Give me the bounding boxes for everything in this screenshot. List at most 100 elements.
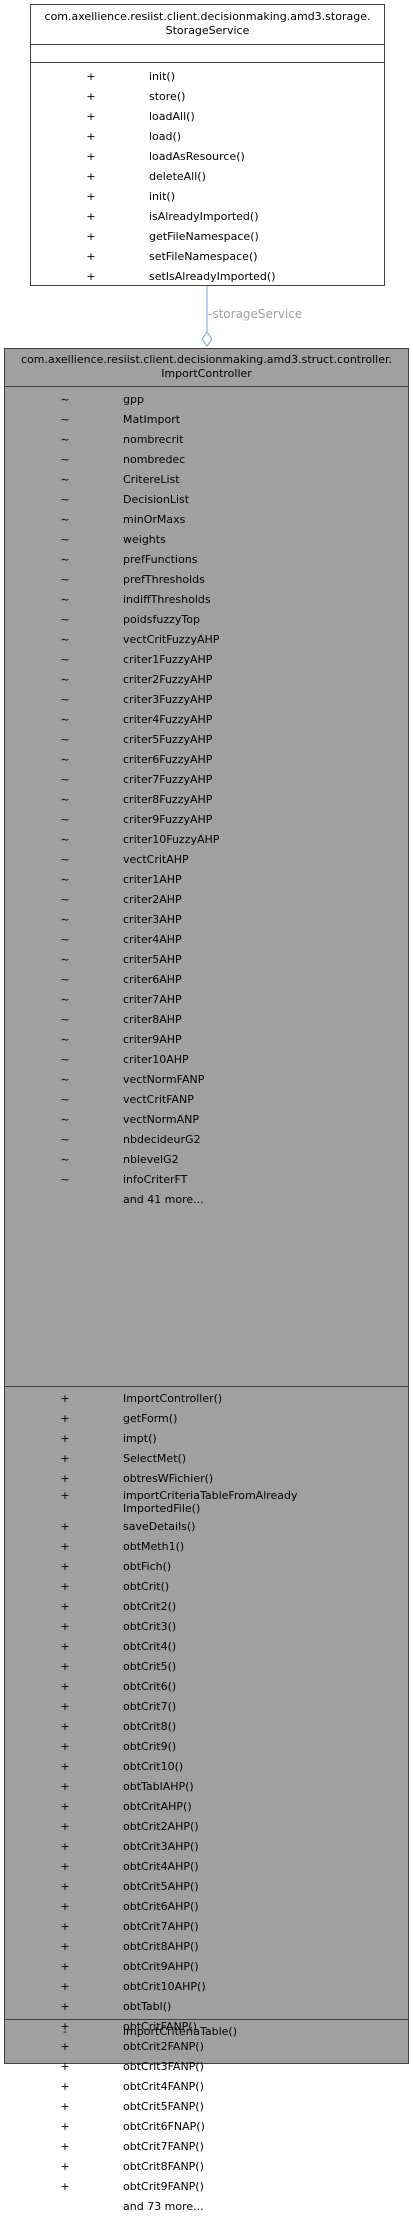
class-method[interactable]: +SelectMet() [5, 1449, 408, 1469]
class-attribute[interactable]: ~criter8AHP [5, 1010, 408, 1030]
class-method[interactable]: +obtTablAHP() [5, 1777, 408, 1797]
class-attribute[interactable]: ~criter7AHP [5, 990, 408, 1010]
class-method[interactable]: +obtCrit2AHP() [5, 1817, 408, 1837]
class-attribute[interactable]: ~criter5FuzzyAHP [5, 730, 408, 750]
class-attribute[interactable]: ~criter7FuzzyAHP [5, 770, 408, 790]
class-attribute[interactable]: ~prefFunctions [5, 550, 408, 570]
class-attribute[interactable]: ~criter3FuzzyAHP [5, 690, 408, 710]
class-attribute[interactable]: ~prefThresholds [5, 570, 408, 590]
import-controller-class[interactable]: com.axellience.resiist.client.decisionma… [4, 348, 409, 2213]
class-method[interactable]: +obtCrit10() [5, 1757, 408, 1777]
class-method[interactable]: +obtCrit10AHP() [5, 1977, 408, 1997]
class-method[interactable]: +obtCrit2() [5, 1597, 408, 1617]
storage-service-class[interactable]: com.axellience.resiist.client.decisionma… [30, 4, 385, 286]
class-method[interactable]: +loadAll() [31, 107, 384, 127]
class-attribute[interactable]: ~vectNormFANP [5, 1070, 408, 1090]
class-attribute[interactable]: ~infoCriterFT [5, 1170, 408, 1190]
class-method[interactable]: +obtCrit6() [5, 1677, 408, 1697]
class-method[interactable]: +obtCrit7AHP() [5, 1917, 408, 1937]
class-method[interactable]: +setIsAlreadyImported() [31, 267, 384, 287]
class-method[interactable]: +obtCrit3AHP() [5, 1837, 408, 1857]
class-attribute[interactable]: ~vectCritFuzzyAHP [5, 630, 408, 650]
class-method[interactable]: +obtCrit8() [5, 1717, 408, 1737]
class-attribute[interactable]: ~MatImport [5, 410, 408, 430]
class-attribute[interactable]: ~criter9AHP [5, 1030, 408, 1050]
class-method[interactable]: +obtresWFichier() [5, 1469, 408, 1489]
visibility-marker: - [63, 2025, 67, 2038]
class-attribute[interactable]: ~vectCritAHP [5, 850, 408, 870]
class-method[interactable]: +obtCrit5FANP() [5, 2097, 408, 2117]
class-attribute[interactable]: ~nombrecrit [5, 430, 408, 450]
class-attribute[interactable]: and 41 more... [5, 1190, 408, 1210]
class-attribute[interactable]: ~indiffThresholds [5, 590, 408, 610]
class-attribute[interactable]: ~criter10FuzzyAHP [5, 830, 408, 850]
visibility-marker: + [60, 1880, 70, 1893]
class-attribute[interactable]: ~criter6AHP [5, 970, 408, 990]
class-method[interactable]: -importCriteriaTable() [5, 2022, 408, 2042]
class-method[interactable]: +load() [31, 127, 384, 147]
class-attribute[interactable]: ~gpp [5, 390, 408, 410]
class-method[interactable]: +impt() [5, 1429, 408, 1449]
class-attribute[interactable]: ~nombredec [5, 450, 408, 470]
class-attribute[interactable]: ~CritereList [5, 470, 408, 490]
class-method[interactable]: +isAlreadyImported() [31, 207, 384, 227]
class-attribute[interactable]: ~criter4AHP [5, 930, 408, 950]
class-method[interactable]: +obtCrit6FNAP() [5, 2117, 408, 2137]
class-attribute[interactable]: ~criter1FuzzyAHP [5, 650, 408, 670]
class-attribute[interactable]: ~vectCritFANP [5, 1090, 408, 1110]
class-method[interactable]: +obtMeth1() [5, 1537, 408, 1557]
class-method[interactable]: +getFileNamespace() [31, 227, 384, 247]
class-attribute[interactable]: ~nblevelG2 [5, 1150, 408, 1170]
class-method[interactable]: +obtCrit5() [5, 1657, 408, 1677]
class-method[interactable]: +obtCrit4AHP() [5, 1857, 408, 1877]
class-method[interactable]: +obtFich() [5, 1557, 408, 1577]
class-method[interactable]: +getForm() [5, 1409, 408, 1429]
class-attribute[interactable]: ~weights [5, 530, 408, 550]
class-method[interactable]: +obtCrit3FANP() [5, 2057, 408, 2077]
class-method[interactable]: +obtCrit7() [5, 1697, 408, 1717]
class-method[interactable]: +loadAsResource() [31, 147, 384, 167]
class-method[interactable]: +obtCrit() [5, 1577, 408, 1597]
class-attribute[interactable]: ~vectNormANP [5, 1110, 408, 1130]
class-attribute[interactable]: ~DecisionList [5, 490, 408, 510]
class-attribute[interactable]: ~criter3AHP [5, 910, 408, 930]
class-attribute[interactable]: ~criter1AHP [5, 870, 408, 890]
class-method[interactable]: +deleteAll() [31, 167, 384, 187]
class-package-name: com.axellience.resiist.client.decisionma… [21, 353, 392, 366]
class-attribute[interactable]: ~criter8FuzzyAHP [5, 790, 408, 810]
class-method[interactable]: +store() [31, 87, 384, 107]
class-method[interactable]: +setFileNamespace() [31, 247, 384, 267]
class-method[interactable]: +obtCrit8AHP() [5, 1937, 408, 1957]
class-attribute[interactable]: ~criter9FuzzyAHP [5, 810, 408, 830]
class-attribute[interactable]: ~criter6FuzzyAHP [5, 750, 408, 770]
class-attribute[interactable]: ~poidsfuzzyTop [5, 610, 408, 630]
class-method[interactable]: +init() [31, 67, 384, 87]
class-method[interactable]: +ImportController() [5, 1389, 408, 1409]
class-attribute[interactable]: ~criter2AHP [5, 890, 408, 910]
class-attribute[interactable]: ~minOrMaxs [5, 510, 408, 530]
class-method[interactable]: +obtCrit9FANP() [5, 2177, 408, 2197]
class-attribute[interactable]: ~criter10AHP [5, 1050, 408, 1070]
class-method[interactable]: +init() [31, 187, 384, 207]
member-name: infoCriterFT [123, 1173, 188, 1186]
class-method[interactable]: +obtCrit4FANP() [5, 2077, 408, 2097]
class-method[interactable]: +saveDetails() [5, 1517, 408, 1537]
class-attribute[interactable]: ~nbdecideurG2 [5, 1130, 408, 1150]
class-attribute[interactable]: ~criter4FuzzyAHP [5, 710, 408, 730]
class-method[interactable]: +obtCrit9() [5, 1737, 408, 1757]
class-method[interactable]: +obtCrit2FANP() [5, 2037, 408, 2057]
class-method[interactable]: +obtCrit9AHP() [5, 1957, 408, 1977]
class-attribute[interactable]: ~criter5AHP [5, 950, 408, 970]
class-method[interactable]: +obtTabl() [5, 1997, 408, 2017]
class-method[interactable]: +obtCrit4() [5, 1637, 408, 1657]
class-method[interactable]: +obtCrit5AHP() [5, 1877, 408, 1897]
class-method[interactable]: +obtCritFANP() [5, 2017, 408, 2037]
class-method[interactable]: +obtCrit3() [5, 1617, 408, 1637]
class-attribute[interactable]: ~criter2FuzzyAHP [5, 670, 408, 690]
class-method[interactable]: and 73 more... [5, 2197, 408, 2217]
class-method[interactable]: +obtCrit7FANP() [5, 2137, 408, 2157]
class-method[interactable]: +obtCrit6AHP() [5, 1897, 408, 1917]
class-method[interactable]: +obtCritAHP() [5, 1797, 408, 1817]
class-method[interactable]: +obtCrit8FANP() [5, 2157, 408, 2177]
